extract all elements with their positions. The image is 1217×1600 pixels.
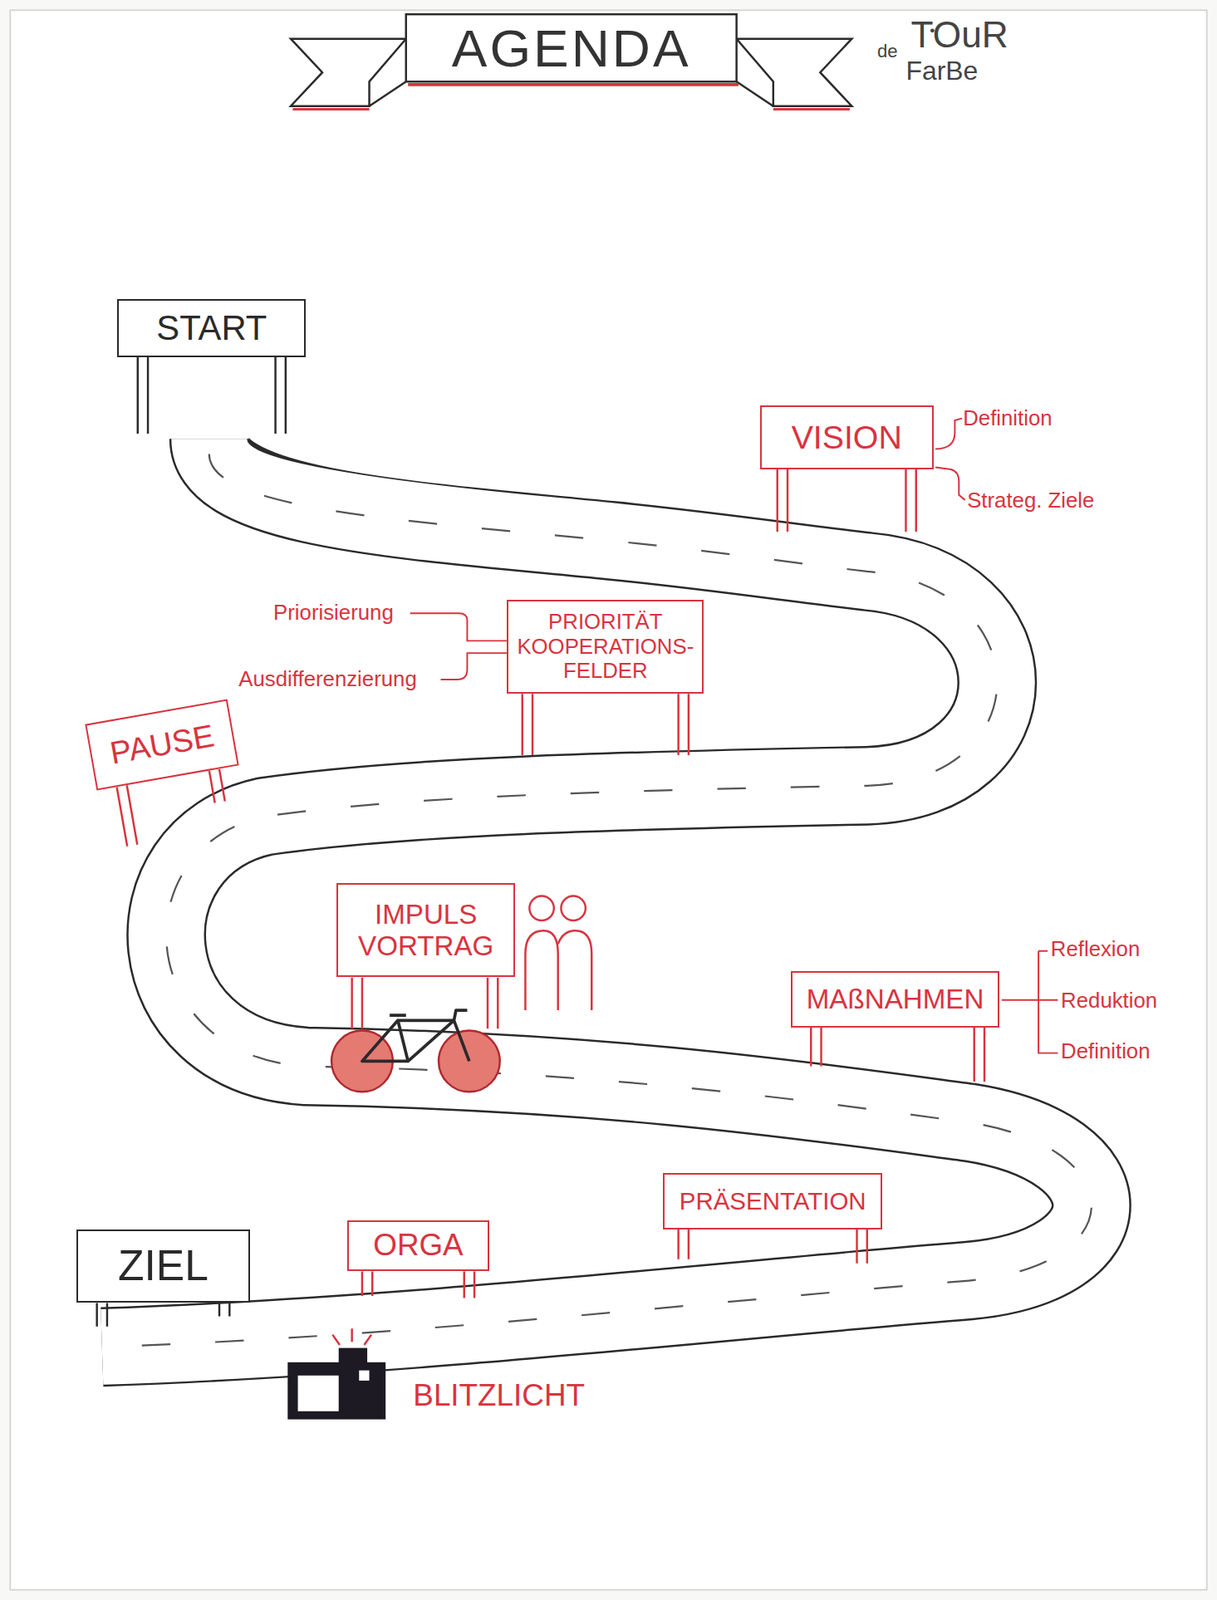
- sign-text: PAUSE: [107, 717, 217, 772]
- camera-flash: [358, 1370, 369, 1381]
- flash-ray: [350, 1328, 353, 1342]
- sign-text: IMPULS VORTRAG: [358, 898, 494, 962]
- banner-fold-right: [736, 81, 774, 106]
- banner-shadow: [773, 107, 850, 111]
- logo-text: de: [877, 40, 899, 64]
- road-sign: MAßNAHMEN: [790, 971, 1001, 1028]
- massnahmen-posts: [810, 1027, 985, 1082]
- person-body: [525, 930, 558, 1011]
- sign-text: VISION: [791, 418, 903, 457]
- banner-box: [406, 14, 737, 82]
- orga-posts: [362, 1270, 475, 1298]
- ziel-posts: [97, 1303, 231, 1327]
- start-posts: [137, 357, 286, 434]
- person-head: [529, 895, 554, 920]
- logo-text: TOuR: [911, 12, 1009, 57]
- people-icon: [525, 895, 592, 1011]
- leader-line: [935, 418, 962, 450]
- road-sign: VISION: [760, 405, 934, 470]
- finish-sign: ZIEL: [76, 1229, 251, 1303]
- banner-tail-left: [290, 39, 407, 107]
- flash-ray: [363, 1334, 372, 1345]
- leader-line: [410, 613, 508, 641]
- title-banner: [290, 14, 852, 109]
- praesentation-posts: [678, 1229, 868, 1264]
- camera-body: [287, 1362, 386, 1420]
- road-sign: IMPULS VORTRAG: [336, 883, 516, 977]
- banner-shadow: [292, 107, 369, 111]
- paper-sheet: [9, 9, 1207, 1590]
- leader-line: [440, 652, 507, 680]
- vision-posts: [777, 469, 917, 532]
- sub-item: Priorisierung: [273, 599, 394, 626]
- bike-wheel: [438, 1030, 501, 1093]
- sign-text: ORGA: [372, 1227, 463, 1263]
- logo-text: FarBe: [905, 54, 978, 87]
- sign-text: MAßNAHMEN: [806, 983, 985, 1016]
- sub-item: Definition: [962, 405, 1052, 432]
- road-sign: PRÄSENTATION: [662, 1172, 883, 1230]
- sign-posts: [97, 357, 286, 1327]
- sign-text: START: [156, 308, 267, 349]
- sub-item: Reflexion: [1050, 936, 1140, 962]
- banner-fold-left: [369, 81, 407, 106]
- camera-top: [338, 1348, 368, 1365]
- winding-road: [102, 438, 1092, 1347]
- leader-line: [935, 467, 966, 501]
- camera-icon: [287, 1328, 386, 1419]
- sign-text: ZIEL: [117, 1241, 209, 1291]
- sign-text: PRÄSENTATION: [679, 1187, 867, 1216]
- road-surface: [102, 438, 1092, 1347]
- camera-window: [298, 1375, 339, 1412]
- person-body: [558, 930, 593, 1011]
- person-head: [560, 895, 585, 920]
- sub-item: Strateg. Ziele: [966, 487, 1095, 514]
- prioritaet-posts: [522, 693, 689, 756]
- road-sign: PRIORITÄT KOOPERATIONS- FELDER: [506, 599, 704, 694]
- banner-shadow: [407, 83, 739, 87]
- method-label: BLITZLICHT: [412, 1377, 585, 1414]
- sign-posts: [117, 469, 985, 1298]
- road-edge: [102, 438, 1092, 1347]
- sub-item: Definition: [1060, 1038, 1150, 1065]
- road-centerline: [102, 454, 1092, 1348]
- sign-text: PRIORITÄT KOOPERATIONS- FELDER: [516, 609, 694, 684]
- road-sign: ORGA: [347, 1220, 491, 1271]
- start-sign: START: [117, 299, 306, 358]
- banner-title: AGENDA: [406, 14, 737, 82]
- leader-line: [1001, 951, 1059, 1054]
- banner-tail-right: [736, 39, 853, 107]
- sub-item: Reduktion: [1060, 987, 1158, 1014]
- flash-ray: [332, 1334, 340, 1345]
- bicycle: [331, 1010, 501, 1092]
- sub-item: Ausdifferenzierung: [238, 666, 417, 692]
- bike-frame: [362, 1010, 470, 1061]
